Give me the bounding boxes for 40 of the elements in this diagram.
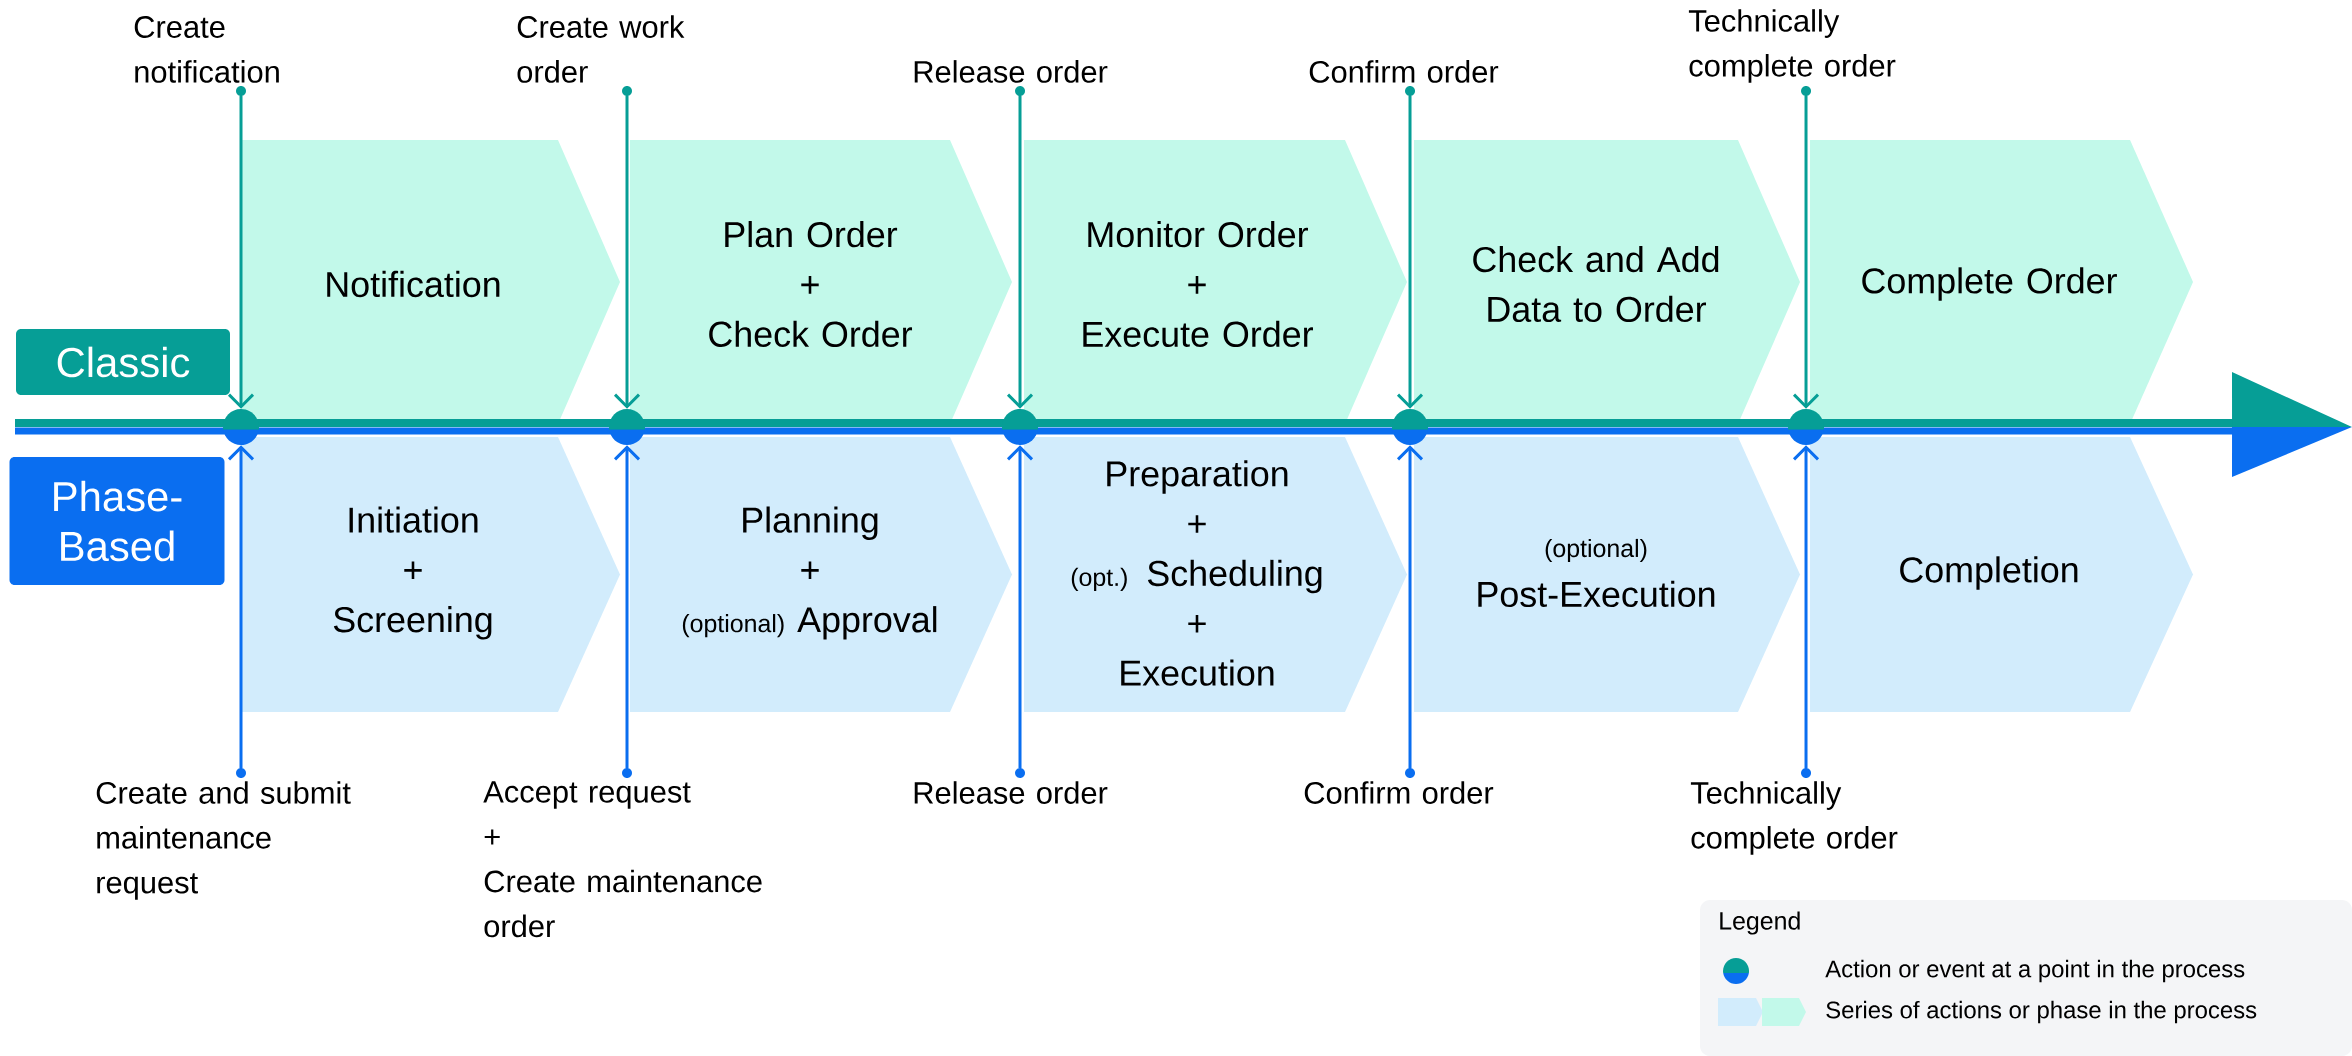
action-label: Release order	[914, 60, 1108, 96]
phase-chevron: Planning + (optional) Approval	[630, 437, 1012, 712]
phase-chevron: (optional) Post-Execution	[1414, 437, 1800, 712]
action-label: Create and submit maintenance request	[96, 768, 351, 900]
phase-chevron: Check and Add Data to Order	[1414, 140, 1800, 424]
action-label: Technically complete order	[1690, 768, 1898, 855]
action-label: Confirm order	[1304, 768, 1494, 804]
arrow	[1792, 445, 1820, 768]
action-label: Technically complete order	[1688, 9, 1896, 96]
legend-title: Legend	[1720, 911, 1800, 935]
event-dot	[1002, 409, 1038, 445]
arrow	[613, 445, 641, 768]
phase-chevron: Plan Order + Check Order	[630, 140, 1012, 424]
arrow	[613, 96, 641, 409]
phase-chevron: Monitor Order + Execute Order	[1024, 140, 1407, 424]
event-dot	[1788, 409, 1825, 445]
event-dot	[223, 409, 259, 445]
arrow	[1006, 445, 1034, 768]
arrow	[1396, 445, 1424, 768]
method-tag: Classic	[16, 329, 230, 395]
action-label: Accept request + Create maintenance order	[483, 768, 762, 938]
event-dot	[609, 409, 645, 445]
arrow	[1396, 96, 1424, 409]
phase-chevron: Initiation + Screening	[241, 437, 620, 712]
arrow	[1792, 96, 1820, 409]
arrow	[227, 445, 255, 768]
action-label: Create notification	[134, 16, 279, 96]
arrow	[1006, 96, 1034, 409]
arrow	[227, 96, 255, 409]
phase-chevron: Preparation + (opt.) Scheduling + Execution	[1024, 437, 1407, 712]
legend-text: Action or event at a point in the process	[1825, 959, 2245, 983]
legend-text: Series of actions or phase in the process	[1826, 1000, 2257, 1024]
phase-chevron: Notification	[241, 140, 620, 424]
action-label: Create work order	[517, 15, 685, 96]
event-dot	[1392, 409, 1428, 445]
method-tag: Phase-Based	[9, 457, 225, 585]
action-label: Confirm order	[1309, 60, 1499, 96]
action-label: Release order	[914, 768, 1108, 804]
phase-chevron: Complete Order	[1810, 140, 2194, 424]
phase-chevron: Completion	[1810, 437, 2194, 712]
